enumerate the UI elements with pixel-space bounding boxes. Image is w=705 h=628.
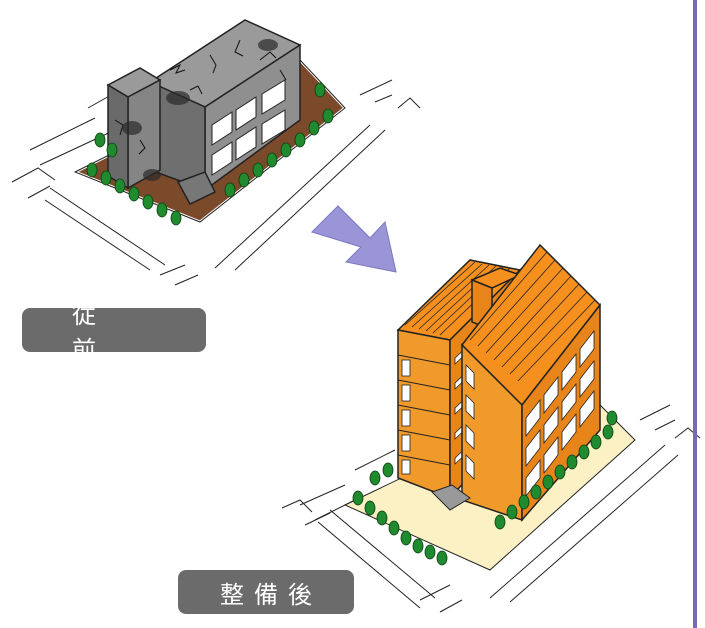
before-label: 従前 [22,301,206,364]
before-trees [86,82,334,226]
old-building-damage-spots [122,39,278,181]
new-building [396,243,601,523]
old-building-cracks [114,39,287,155]
arrow-down-right-icon [311,205,397,273]
after-trees [352,410,618,566]
after-scene [281,243,701,613]
before-scene [11,19,421,286]
after-label: 整備後 [178,570,354,614]
divider-line [693,0,697,628]
